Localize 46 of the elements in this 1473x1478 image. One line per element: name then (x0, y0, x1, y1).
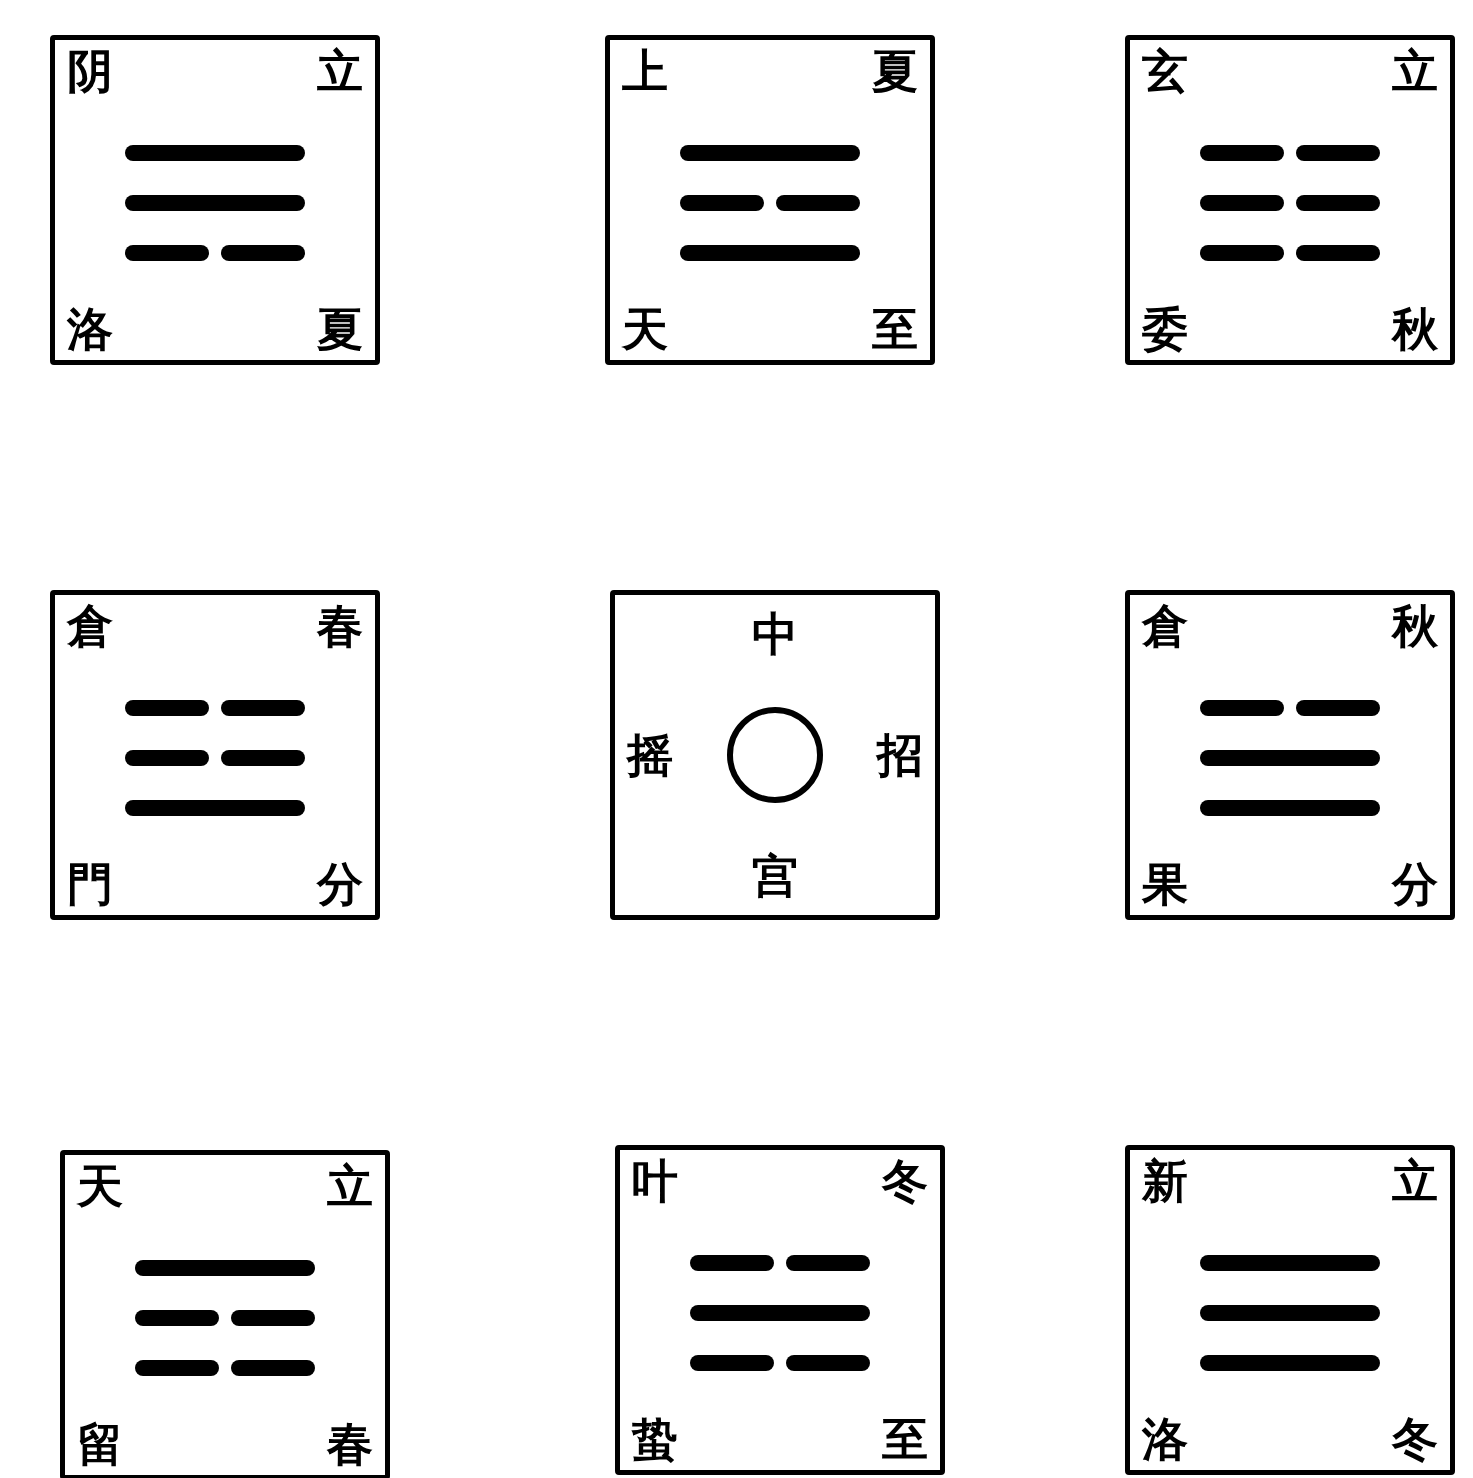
palace-character: 天 (77, 1163, 123, 1209)
palace-box (60, 1150, 390, 1478)
palace-box (1125, 590, 1455, 920)
palace-character: 門 (67, 861, 113, 907)
palace-character: 夏 (317, 306, 363, 352)
palace-box (615, 1145, 945, 1475)
palace-character: 至 (872, 306, 918, 352)
palace-character: 春 (327, 1421, 373, 1467)
palace-character: 立 (327, 1163, 373, 1209)
palace-character: 分 (1392, 861, 1438, 907)
palace-character: 冬 (882, 1158, 928, 1204)
palace-character: 阴 (67, 48, 113, 94)
palace-character: 招 (877, 732, 923, 778)
palace-box (1125, 1145, 1455, 1475)
palace-character: 蛰 (632, 1416, 678, 1462)
palace-character: 立 (317, 48, 363, 94)
palace-character: 摇 (627, 732, 673, 778)
palace-box (50, 590, 380, 920)
palace-character: 新 (1142, 1158, 1188, 1204)
palace-character: 冬 (1392, 1416, 1438, 1462)
palace-character: 留 (77, 1421, 123, 1467)
palace-box (605, 35, 935, 365)
palace-character: 宫 (752, 853, 798, 899)
palace-box (1125, 35, 1455, 365)
palace-character: 上 (622, 48, 668, 94)
palace-character: 倉 (67, 603, 113, 649)
palace-character: 夏 (872, 48, 918, 94)
palace-character: 分 (317, 861, 363, 907)
palace-character: 立 (1392, 48, 1438, 94)
palace-character: 洛 (67, 306, 113, 352)
palace-character: 秋 (1392, 306, 1438, 352)
palace-character: 叶 (632, 1158, 678, 1204)
palace-character: 至 (882, 1416, 928, 1462)
palace-character: 立 (1392, 1158, 1438, 1204)
palace-character: 倉 (1142, 603, 1188, 649)
palace-character: 洛 (1142, 1416, 1188, 1462)
palace-box (50, 35, 380, 365)
palace-character: 中 (752, 611, 798, 657)
palace-character: 秋 (1392, 603, 1438, 649)
palace-character: 春 (317, 603, 363, 649)
palace-character: 果 (1142, 861, 1188, 907)
palace-character: 天 (622, 306, 668, 352)
palace-character: 玄 (1142, 48, 1188, 94)
palace-character: 委 (1142, 306, 1188, 352)
palace-box (610, 590, 940, 920)
circle-symbol (725, 705, 825, 805)
